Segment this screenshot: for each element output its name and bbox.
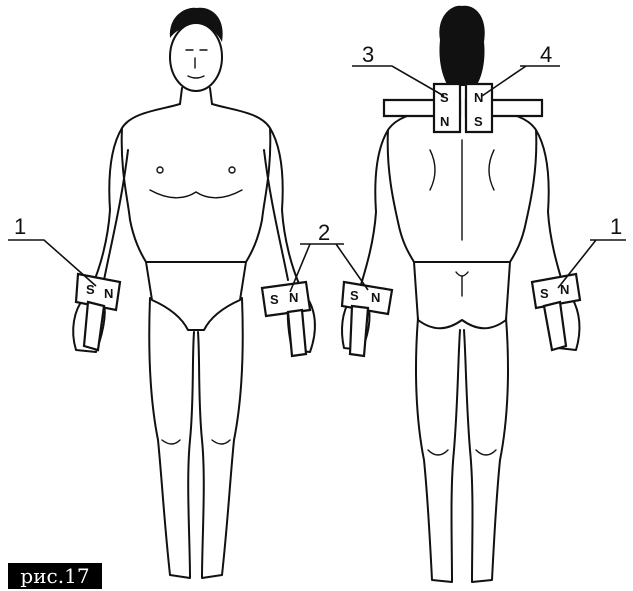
north-pole-label: N [371, 290, 380, 305]
north-pole-label: N [289, 290, 298, 305]
callout-number: 4 [540, 42, 552, 67]
callout-number: 1 [610, 214, 622, 239]
figure-caption: рис.17 [8, 563, 102, 589]
magnet-3-neck: S N [384, 84, 460, 132]
south-pole-label: S [440, 90, 449, 105]
north-pole-label: N [104, 286, 113, 301]
south-pole-label: S [270, 292, 279, 307]
callout-number: 2 [318, 220, 330, 245]
north-pole-label: N [440, 114, 449, 129]
south-pole-label: S [474, 114, 483, 129]
magnet-2-front: S N [262, 282, 310, 356]
callout-number: 3 [362, 42, 374, 67]
callout-1-left: 1 [8, 214, 96, 286]
magnet-1-back: S N [532, 274, 580, 350]
callout-2: 2 [290, 220, 368, 292]
callout-3: 3 [352, 42, 444, 96]
north-pole-label: N [474, 90, 483, 105]
magnet-2-back: S N [342, 282, 392, 356]
callout-4: 4 [482, 42, 560, 96]
magnet-1-front: S N [76, 274, 120, 350]
callout-number: 1 [14, 214, 26, 239]
figure-caption-box: рис.17 [8, 563, 102, 589]
south-pole-label: S [350, 288, 359, 303]
south-pole-label: S [540, 286, 549, 301]
